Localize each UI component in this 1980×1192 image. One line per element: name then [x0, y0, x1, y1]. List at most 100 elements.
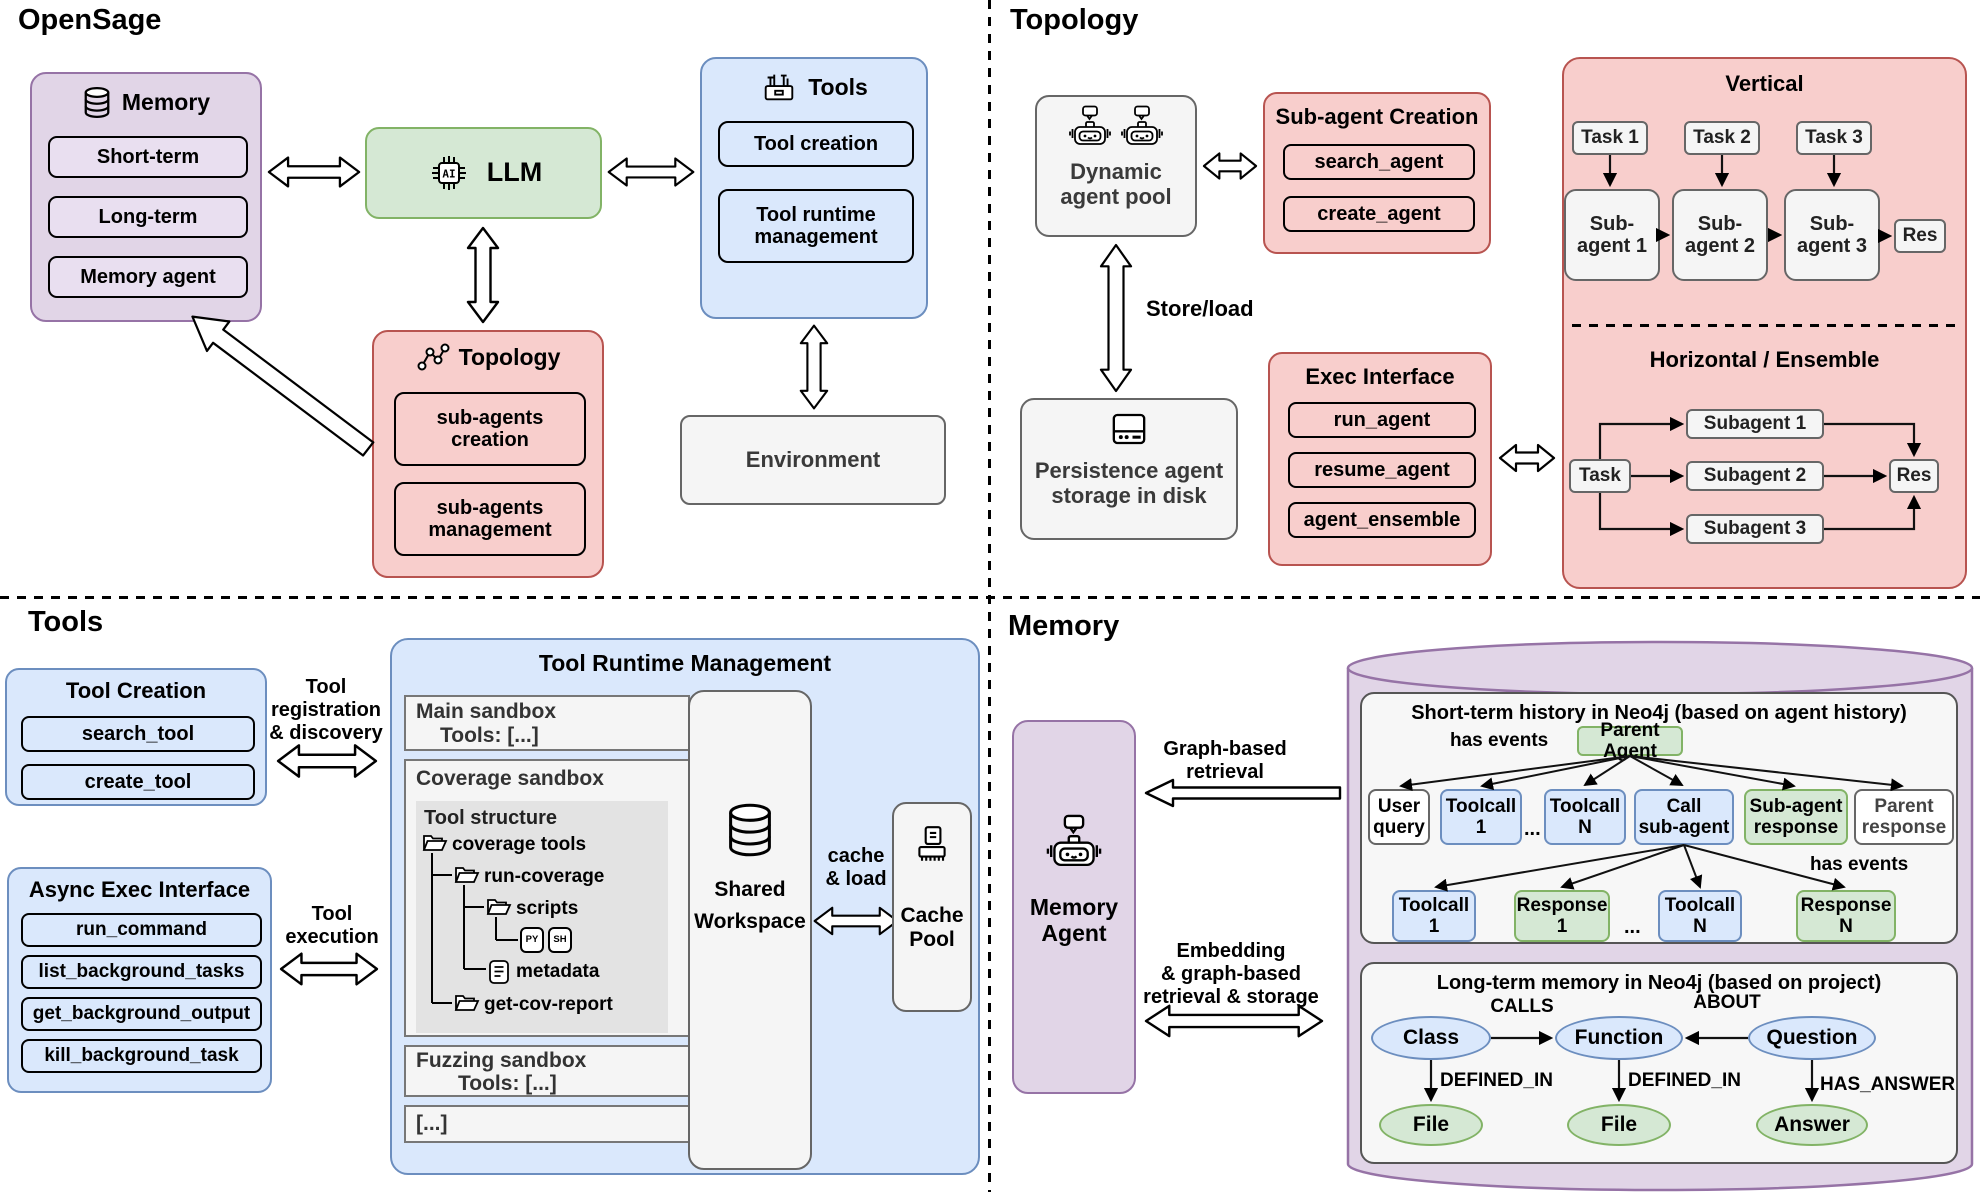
defined-in-edge-label-1: DEFINED_IN: [1440, 1070, 1553, 1091]
ellipsis-dots: ...: [1524, 818, 1541, 840]
sub-agent-2-node: Sub- agent 2: [1672, 189, 1768, 281]
persistence-storage-panel: Persistence agent storage in disk: [1020, 398, 1238, 540]
vertical-pattern-title: Vertical: [1725, 71, 1804, 96]
embedding-retrieval-label: Embedding & graph-based retrieval & stor…: [1143, 940, 1319, 1008]
folder-icon: [422, 833, 448, 853]
topology-item-subagents-management: sub-agents management: [394, 482, 586, 556]
subagent-2-node: Subagent 2: [1686, 461, 1824, 491]
disk-storage-icon: [1108, 410, 1150, 448]
tools-item-tool-runtime: Tool runtime management: [718, 189, 914, 263]
tool-structure-title: Tool structure: [424, 807, 557, 829]
robot-icon: [1120, 105, 1164, 151]
tools-panel-title: Tools: [808, 73, 868, 100]
cache-chip-icon: [911, 824, 953, 866]
dynamic-agent-pool: Dynamic agent pool: [1035, 95, 1197, 237]
topology-patterns-panel: Vertical Task 1 Task 2 Task 3 Sub- agent…: [1562, 57, 1967, 589]
sub-agent-3-node: Sub- agent 3: [1784, 189, 1880, 281]
tools-section-title: Tools: [28, 606, 104, 638]
exec-item-run-agent: run_agent: [1288, 402, 1476, 438]
robot-icon: [1068, 105, 1112, 151]
async-item-get-background-output: get_background_output: [21, 997, 262, 1031]
graph-retrieval-arrow: [1143, 776, 1343, 810]
long-term-title: Long-term memory in Neo4j (based on proj…: [1436, 972, 1882, 994]
tool-creation-title: Tool Creation: [65, 678, 207, 703]
toolcall-1-sub-node: Toolcall 1: [1392, 890, 1476, 942]
memory-panel: Memory Short-term Long-term Memory agent: [30, 72, 262, 322]
file-node-2: File: [1567, 1104, 1671, 1146]
embedding-retrieval-arrow: [1143, 1000, 1325, 1042]
about-edge-label: ABOUT: [1693, 992, 1761, 1013]
dynamic-agent-pool-label: Dynamic agent pool: [1060, 159, 1172, 210]
main-sandbox-tools: Tools: [...]: [440, 724, 539, 747]
fuzzing-sandbox: Fuzzing sandbox Tools: [...]: [404, 1045, 690, 1097]
coverage-sandbox-name: Coverage sandbox: [416, 767, 604, 790]
svg-text:AI: AI: [442, 168, 455, 181]
user-query-node: User query: [1368, 789, 1430, 845]
topology-item-subagents-creation: sub-agents creation: [394, 392, 586, 466]
exec-interface-panel: Exec Interface run_agent resume_agent ag…: [1268, 352, 1492, 566]
async-exec-title: Async Exec Interface: [28, 877, 251, 902]
tool-execution-arrow: [278, 948, 380, 990]
sub-agent-response-node: Sub-agent response: [1744, 789, 1848, 845]
call-sub-agent-node: Call sub-agent: [1634, 789, 1734, 845]
tool-execution-label: Tool execution: [285, 903, 379, 948]
tools-environment-arrow: [794, 323, 834, 411]
topology-panel-title: Topology: [458, 343, 561, 370]
memory-item-short-term: Short-term: [48, 136, 248, 178]
toolcall-n-node: Toolcall N: [1544, 789, 1626, 845]
long-term-memory-box: Long-term memory in Neo4j (based on proj…: [1360, 962, 1958, 1164]
parent-agent-node: Parent Agent: [1577, 720, 1683, 762]
task-2-node: Task 2: [1684, 121, 1760, 155]
async-item-run-command: run_command: [21, 913, 262, 947]
has-events-label: has events: [1450, 730, 1549, 751]
parent-response-node: Parent response: [1854, 789, 1954, 845]
exec-interface-title: Exec Interface: [1305, 364, 1455, 389]
cache-pool: Cache Pool: [892, 802, 972, 1012]
coverage-sandbox: Coverage sandbox Tool structure coverage…: [404, 759, 690, 1037]
async-item-kill-background-task: kill_background_task: [21, 1039, 262, 1073]
tree-get-cov-report: get-cov-report: [484, 994, 613, 1015]
horizontal-res-node: Res: [1889, 459, 1939, 493]
memory-agent-panel: Memory Agent: [1012, 720, 1136, 1094]
memory-item-long-term: Long-term: [48, 196, 248, 238]
python-file-icon: PY: [520, 927, 544, 953]
answer-node: Answer: [1756, 1104, 1868, 1146]
file-node-1: File: [1379, 1104, 1483, 1146]
subagent-creation-title: Sub-agent Creation: [1275, 104, 1479, 129]
memory-section-title: Memory: [1008, 610, 1120, 642]
toolbox-icon: [760, 69, 798, 105]
question-node: Question: [1748, 1016, 1876, 1060]
subagent-creation-panel: Sub-agent Creation search_agent create_a…: [1263, 92, 1491, 254]
horizontal-task-node: Task: [1569, 459, 1631, 493]
topology-section-title: Topology: [1010, 4, 1139, 36]
task-3-node: Task 3: [1796, 121, 1872, 155]
folder-icon: [454, 865, 480, 885]
environment-panel: Environment: [680, 415, 946, 505]
fuzzing-sandbox-name: Fuzzing sandbox: [416, 1049, 587, 1072]
tool-structure-box: Tool structure coverage tools run-covera…: [416, 801, 668, 1033]
defined-in-edge-label-2: DEFINED_IN: [1628, 1070, 1741, 1091]
shared-workspace-label: Shared Workspace: [694, 878, 806, 933]
async-exec-panel: Async Exec Interface run_command list_ba…: [7, 867, 272, 1093]
tool-runtime-management-panel: Tool Runtime Management Main sandbox Too…: [390, 638, 980, 1175]
toolcall-n-sub-node: Toolcall N: [1658, 890, 1742, 942]
calls-edge-label: CALLS: [1490, 996, 1554, 1017]
short-term-title: Short-term history in Neo4j (based on ag…: [1411, 702, 1907, 724]
subagent-creation-item-create-agent: create_agent: [1283, 196, 1475, 232]
short-term-history-box: Short-term history in Neo4j (based on ag…: [1360, 692, 1958, 944]
fuzzing-sandbox-tools: Tools: [...]: [458, 1072, 557, 1095]
class-node: Class: [1371, 1016, 1491, 1060]
memory-agent-label: Memory Agent: [1029, 894, 1119, 947]
llm-tools-arrow: [606, 152, 696, 192]
llm-panel: AI LLM: [365, 127, 602, 219]
vertical-res-node: Res: [1894, 219, 1946, 253]
tool-registration-arrow: [275, 740, 379, 782]
tree-metadata: metadata: [516, 961, 600, 982]
pattern-divider: [1572, 324, 1961, 327]
database-icon: [82, 86, 112, 119]
opensage-section-title: OpenSage: [18, 4, 162, 36]
cache-pool-label: Cache Pool: [900, 904, 964, 952]
tools-panel: Tools Tool creation Tool runtime managem…: [700, 57, 928, 319]
tool-creation-item-create-tool: create_tool: [21, 764, 255, 800]
database-icon: [724, 802, 776, 858]
